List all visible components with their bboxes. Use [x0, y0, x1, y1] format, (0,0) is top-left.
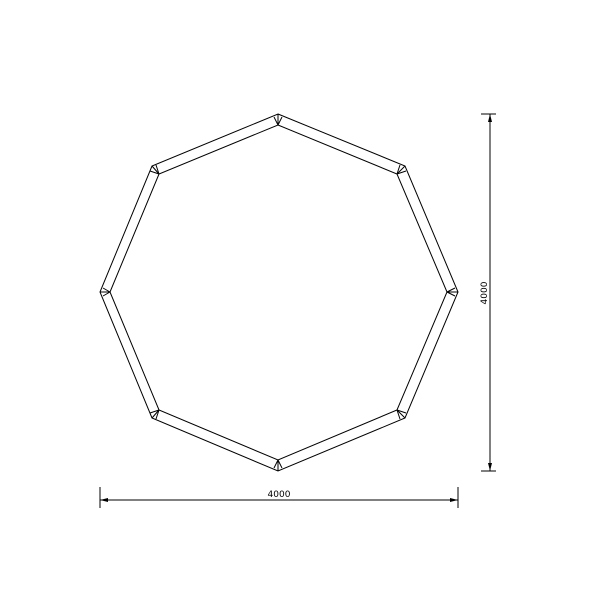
height-arrow-top	[488, 114, 492, 122]
octagon-frame	[99, 113, 459, 472]
width-arrow-left	[100, 498, 108, 502]
height-dimension-label: 4000	[480, 281, 490, 304]
corner-joints	[100, 114, 458, 471]
octagon-inner-outline	[109, 124, 448, 461]
width-dimension	[99, 487, 459, 508]
height-arrow-bottom	[488, 463, 492, 471]
width-arrow-right	[450, 498, 458, 502]
width-dimension-label: 4000	[268, 490, 291, 500]
height-dimension	[481, 113, 496, 472]
